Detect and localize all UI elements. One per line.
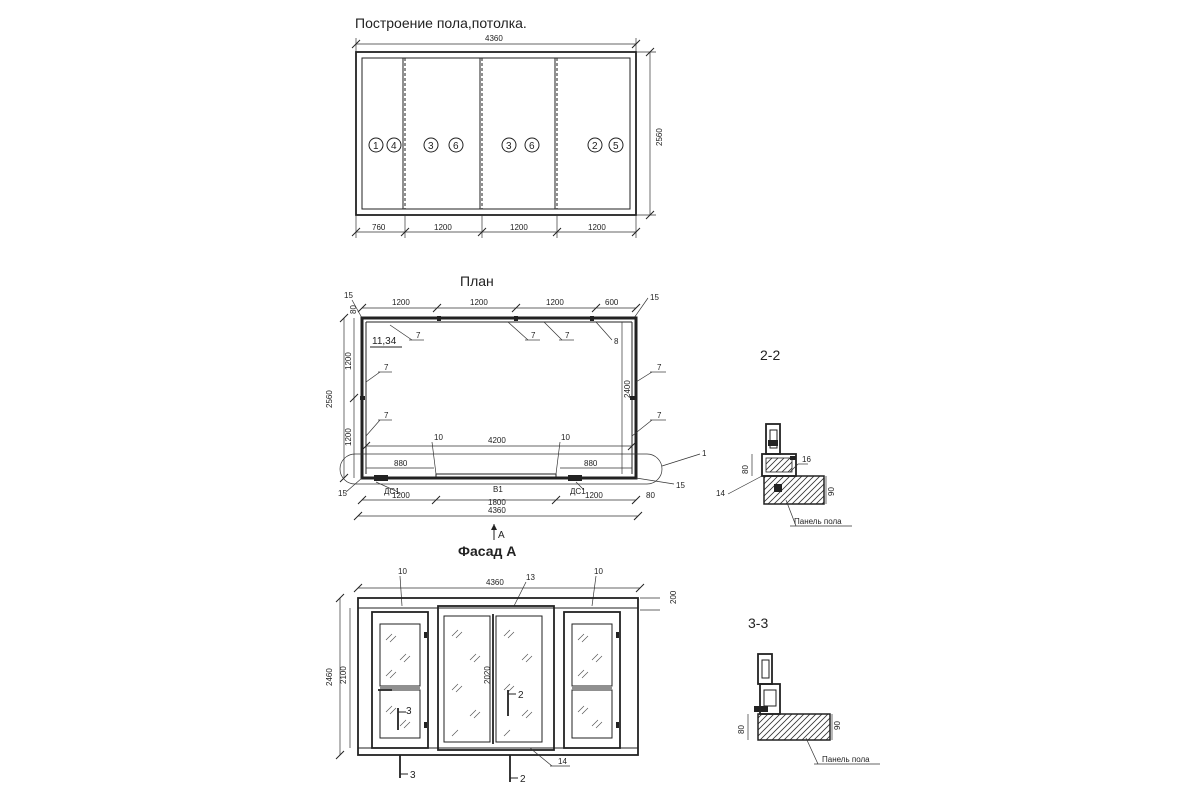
plan-top-offset: 80: [349, 305, 358, 314]
facade-cut-3-bottom: 3: [410, 770, 416, 781]
plan-window-label: В1: [493, 485, 503, 494]
facade-label-13: 13: [526, 573, 535, 582]
profile-frame: [765, 423, 781, 455]
plan-label-7: 7: [565, 331, 570, 340]
plan-dim-left-2: 1200: [344, 428, 353, 446]
plan-room-number: 11,34: [372, 336, 397, 347]
section-3-title: 3-3: [748, 615, 768, 631]
panel-label: 6: [453, 141, 459, 152]
plan-label-7: 7: [384, 411, 389, 420]
plan-dim-top-4: 600: [605, 298, 619, 307]
plan-dim-top-2: 1200: [470, 298, 488, 307]
section-2-dim-80: 80: [741, 465, 750, 474]
plan-dim-880-left: 880: [394, 459, 408, 468]
facade-label-14: 14: [558, 757, 567, 766]
plan-label-10: 10: [434, 433, 443, 442]
facade-outline: [357, 597, 639, 756]
plan-label-15-tr: 15: [650, 293, 659, 302]
plan-dim-left-1: 1200: [344, 352, 353, 370]
plan-door-left: [374, 475, 388, 481]
plan-label-10: 10: [561, 433, 570, 442]
panel-label: 6: [529, 141, 535, 152]
plan-dim-880-right: 880: [584, 459, 598, 468]
floor-dim-1200: 1200: [510, 223, 528, 232]
facade-window-center: [437, 605, 555, 751]
facade-overall-height: 2460: [325, 668, 334, 686]
profile-frame: [757, 653, 773, 685]
plan-bottom-offset: 80: [646, 491, 655, 500]
plan-detail-outline: [339, 453, 663, 485]
glass-hatching: [385, 629, 603, 737]
section-2-label-14: 14: [716, 489, 725, 498]
plan-overall-height: 2560: [325, 390, 334, 408]
plan-label-1: 1: [702, 449, 707, 458]
floor-dim-1200: 1200: [434, 223, 452, 232]
plan-title: План: [460, 273, 494, 289]
plan-door-label: ДС1: [384, 487, 400, 496]
floor-layout-title: Построение пола,потолка.: [355, 15, 527, 31]
plan-door-right: [568, 475, 582, 481]
section-3-dim-90: 90: [833, 721, 842, 730]
plan-dim-bottom-3: 1200: [585, 491, 603, 500]
section-3-floor-panel: Панель пола: [822, 755, 870, 764]
floor-ceiling-layout: Построение пола,потолка. 4360 1 4 3 6 3 …: [351, 15, 664, 238]
floor-overall-height: 2560: [655, 128, 664, 146]
facade-door-height: 2020: [483, 666, 492, 684]
panel-label: 4: [391, 141, 397, 152]
plan-inner-height: 2400: [623, 380, 632, 398]
facade-cut-3: 3: [406, 706, 412, 717]
floor-dim-1200: 1200: [588, 223, 606, 232]
plan-dim-bottom-2: 1800: [488, 498, 506, 507]
facade-cut-2-bottom: 2: [520, 774, 526, 785]
plan-view-label: А: [498, 530, 505, 541]
plan-dim-top-1: 1200: [392, 298, 410, 307]
plan-dim-bottom-1: 1200: [392, 491, 410, 500]
plan-label-15-tl: 15: [344, 291, 353, 300]
facade-door-left: [371, 611, 429, 749]
view-arrow-icon: [491, 524, 497, 530]
plan-label-7: 7: [657, 363, 662, 372]
panel-label: 3: [428, 141, 434, 152]
plan-door-label: ДС1: [570, 487, 586, 496]
floor-dim-760: 760: [372, 223, 386, 232]
floor-panel: [763, 475, 825, 505]
floor-outline: [355, 51, 637, 216]
plan-overall-width: 4360: [488, 506, 506, 515]
plan-view: План 1200 1200 1200 600 15 15 80 1: [325, 273, 707, 541]
floor-panel: [757, 713, 831, 741]
plan-dim-top-3: 1200: [546, 298, 564, 307]
section-3-3: 3-3 80 90 Панель пола: [737, 615, 880, 765]
plan-label-8: 8: [614, 337, 619, 346]
section-3-dim-80: 80: [737, 725, 746, 734]
section-2-dim-90: 90: [827, 487, 836, 496]
plan-label-7: 7: [531, 331, 536, 340]
panel-label: 5: [613, 141, 619, 152]
facade-top-dim: 200: [669, 590, 678, 604]
facade-view: Фасад А 4360 10 13 10 200: [325, 543, 678, 785]
panel-label: 1: [373, 141, 379, 152]
plan-inner-width: 4200: [488, 436, 506, 445]
facade-cut-2: 2: [518, 690, 524, 701]
floor-overall-width: 4360: [485, 34, 503, 43]
section-2-floor-panel: Панель пола: [794, 517, 842, 526]
plan-label-7: 7: [657, 411, 662, 420]
plan-label-15-br: 15: [676, 481, 685, 490]
panel-label: 2: [592, 141, 598, 152]
section-2-2: 2-2 16 14 80 90 Панель пола: [716, 347, 852, 527]
facade-title: Фасад А: [458, 543, 516, 559]
panel-label-group: 1 4 3 6 3 6 2 5: [368, 137, 624, 153]
section-2-label-16: 16: [802, 455, 811, 464]
panel-label: 3: [506, 141, 512, 152]
plan-label-15-bl: 15: [338, 489, 347, 498]
plan-label-7: 7: [384, 363, 389, 372]
facade-door-right: [563, 611, 621, 749]
facade-label-10: 10: [594, 567, 603, 576]
plan-label-7: 7: [416, 331, 421, 340]
facade-overall-width: 4360: [486, 578, 504, 587]
plan-window-b1: [435, 473, 557, 479]
facade-inner-height: 2100: [339, 666, 348, 684]
section-2-title: 2-2: [760, 347, 780, 363]
facade-label-10: 10: [398, 567, 407, 576]
